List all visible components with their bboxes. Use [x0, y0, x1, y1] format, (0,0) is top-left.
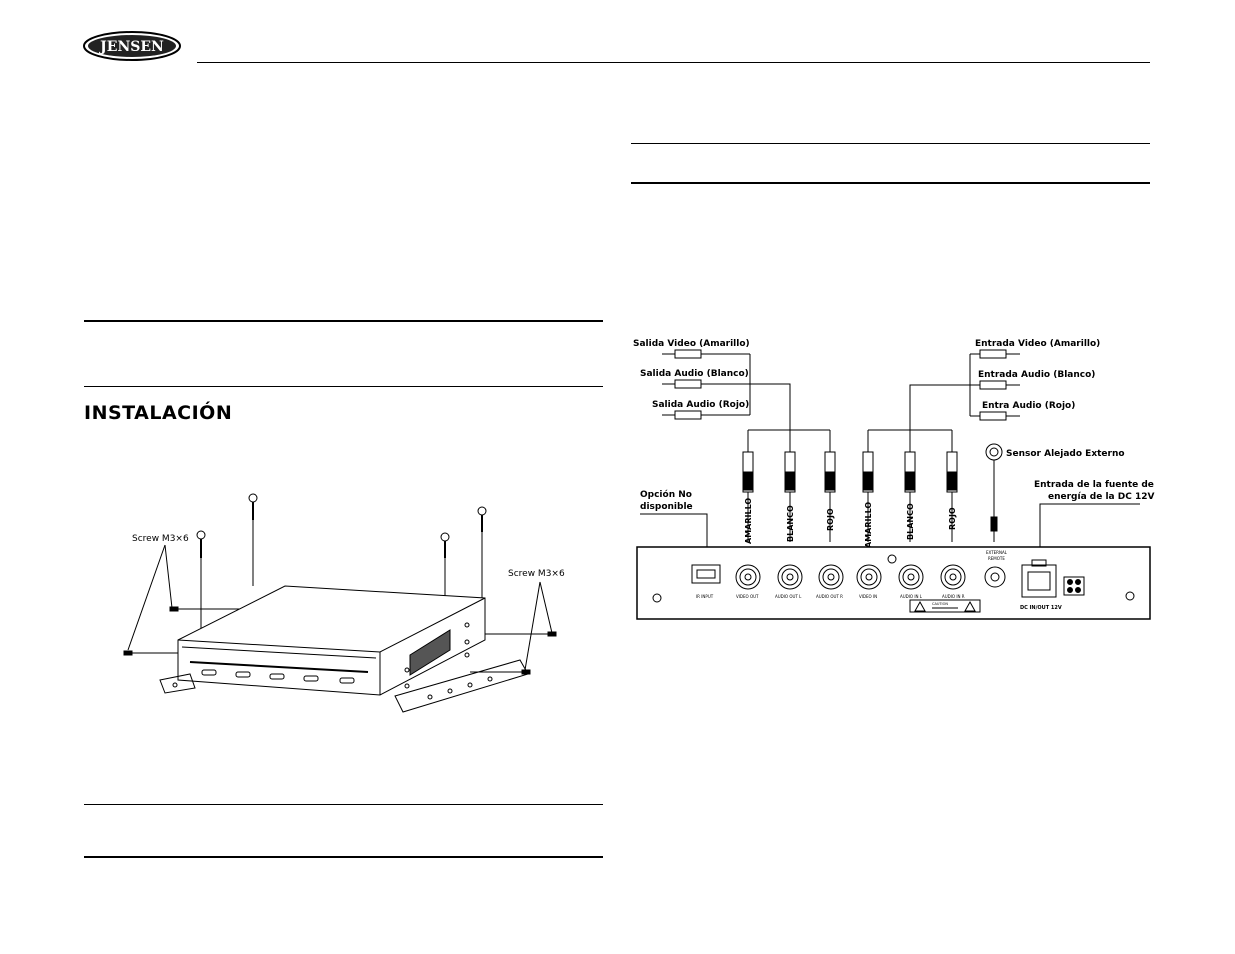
panel-label-ext-2: REMOTE: [988, 556, 1005, 561]
rca-jack-icon: [856, 564, 882, 590]
label-remote-sensor: Sensor Alejado Externo: [1006, 449, 1125, 459]
label-video-in: Entrada Video (Amarillo): [975, 339, 1100, 349]
wiring-diagram: Salida Video (Amarillo) Salida Audio (Bl…: [630, 332, 1155, 627]
remote-jack-icon: [984, 566, 1006, 588]
panel-label-ext-1: EXTERNAL: [986, 550, 1008, 555]
rca-plug-icon: [662, 379, 750, 389]
label-option-na-1: Opción No: [640, 489, 692, 500]
cable-label: AMARILLO: [864, 502, 873, 548]
label-power-1: Entrada de la fuente de: [1034, 480, 1154, 490]
rca-plug-icon: [824, 451, 836, 542]
left-rule-2: [84, 386, 603, 387]
logo-text: JENSEN: [98, 39, 164, 55]
svg-text:CAUTION: CAUTION: [932, 602, 948, 606]
panel-label-audio-in-r: AUDIO IN R: [942, 594, 965, 599]
rca-jack-icon: [818, 564, 844, 590]
left-rule-1: [84, 320, 603, 322]
panel-label-audio-out-r: AUDIO OUT R: [816, 594, 843, 599]
dc-connector-icon: [1021, 559, 1085, 598]
installation-figure: Screw M3×6 Screw M3×6: [110, 490, 590, 730]
screw-label-right: Screw M3×6: [508, 569, 565, 579]
rca-plug-icon: [970, 349, 1020, 359]
remote-sensor-icon: [985, 443, 1003, 542]
screw-icon: [248, 493, 258, 586]
rca-plug-icon: [662, 349, 750, 359]
cable-label: ROJO: [948, 507, 957, 530]
screw-icon: [196, 530, 206, 630]
right-rule-1: [631, 143, 1150, 144]
label-video-out: Salida Video (Amarillo): [633, 339, 750, 349]
rca-plug-icon: [946, 451, 958, 542]
brand-logo: JENSEN: [82, 30, 182, 62]
rca-plug-icon: [970, 411, 1020, 421]
rca-jack-icon: [898, 564, 924, 590]
screw-label-left: Screw M3×6: [132, 534, 189, 544]
cable-label: AMARILLO: [744, 498, 753, 544]
rca-jack-icon: [940, 564, 966, 590]
rca-plug-icon: [784, 451, 796, 542]
rca-plug-icon: [862, 451, 874, 542]
cable-label: BLANCO: [906, 503, 915, 540]
label-option-na-2: disponible: [640, 502, 693, 512]
rca-jack-icon: [777, 564, 803, 590]
label-audio-out-white: Salida Audio (Blanco): [640, 369, 749, 379]
label-power-2: energía de la DC 12V: [1048, 492, 1154, 502]
left-rule-4: [84, 856, 603, 858]
caution-label: CAUTION: [909, 599, 981, 613]
cable-label: ROJO: [826, 508, 835, 531]
rca-plug-icon: [742, 451, 754, 542]
cable-label: BLANCO: [786, 505, 795, 542]
label-audio-in-white: Entrada Audio (Blanco): [978, 370, 1095, 380]
section-title: INSTALACIÓN: [84, 402, 233, 424]
panel-label-video-out: VIDEO OUT: [736, 594, 759, 599]
panel-label-ir: IR INPUT: [696, 594, 714, 599]
panel-label-audio-in-l: AUDIO IN L: [900, 594, 923, 599]
panel-label-audio-out-l: AUDIO OUT L: [775, 594, 802, 599]
rca-jack-icon: [735, 564, 761, 590]
mount-hole-icon: [1125, 591, 1135, 601]
label-audio-out-red: Salida Audio (Rojo): [652, 400, 749, 410]
rca-plug-icon: [662, 410, 750, 420]
header-rule: [197, 62, 1150, 63]
panel-label-video-in: VIDEO IN: [859, 594, 877, 599]
mount-hole-icon: [652, 593, 662, 603]
left-rule-3: [84, 804, 603, 805]
rca-plug-icon: [970, 380, 1020, 390]
label-audio-in-red: Entra Audio (Rojo): [982, 401, 1075, 411]
right-rule-2: [631, 182, 1150, 184]
panel-label-dc: DC IN/OUT 12V: [1020, 605, 1062, 611]
rca-plug-icon: [904, 451, 916, 542]
